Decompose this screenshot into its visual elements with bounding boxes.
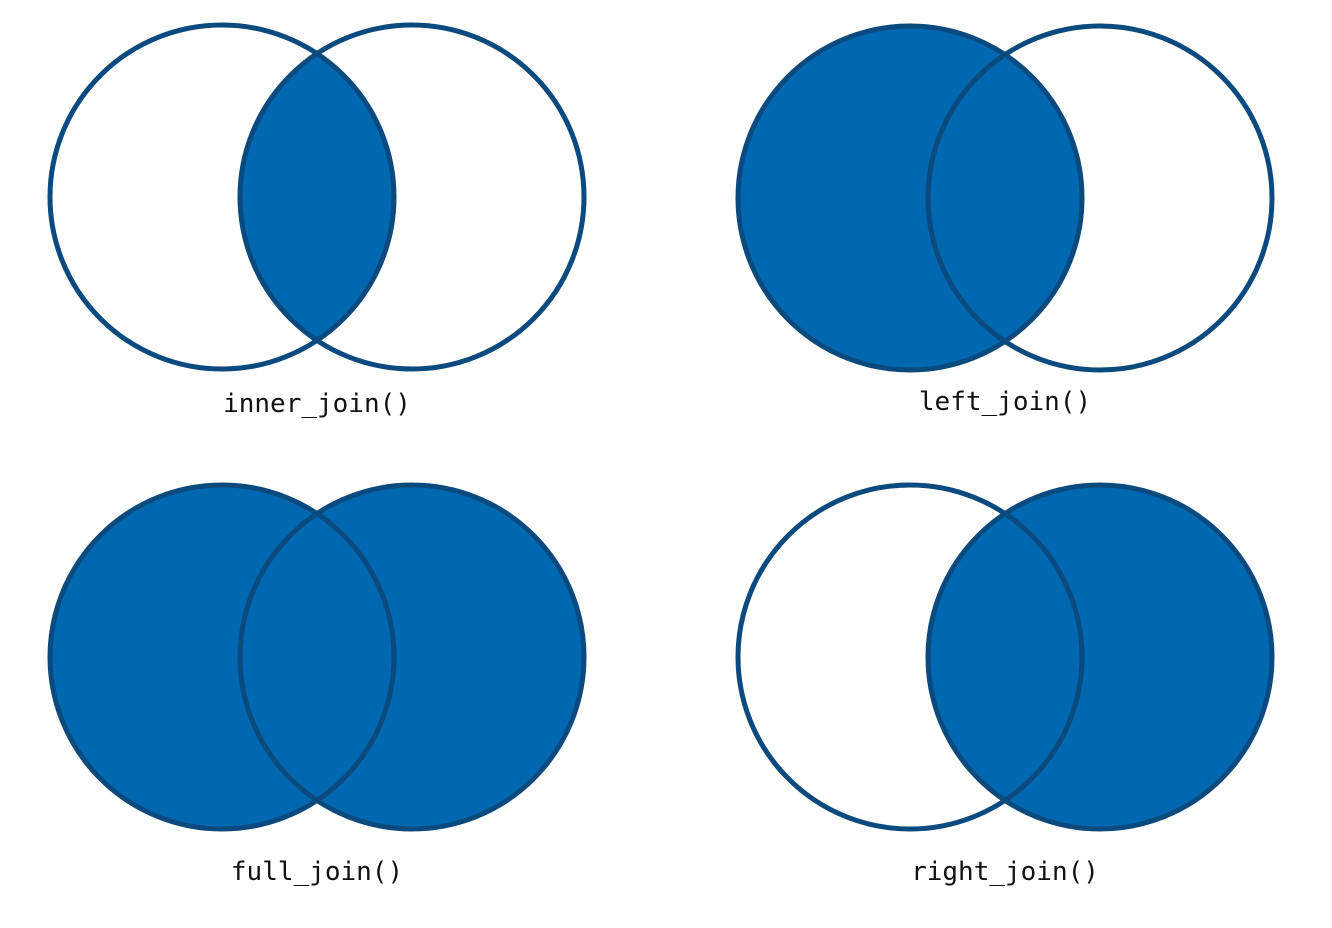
inner-join-intersection-fill xyxy=(240,25,394,369)
full-join-right-circle xyxy=(237,482,587,832)
inner-join-right-circle xyxy=(237,22,587,372)
full-join-label: full_join() xyxy=(231,857,403,887)
left-join-right-circle xyxy=(925,23,1275,373)
full-join-left-circle xyxy=(47,482,397,832)
left-join-left-circle xyxy=(735,23,1085,373)
inner-join-left-circle xyxy=(47,22,397,372)
inner-join-label: inner_join() xyxy=(223,389,411,419)
full-join-intersection-fill xyxy=(240,485,394,829)
panel-full-join: full_join() xyxy=(47,482,587,887)
right-join-label: right_join() xyxy=(911,857,1099,887)
panel-right-join: right_join() xyxy=(735,482,1275,887)
left-join-intersection-fill xyxy=(928,26,1082,370)
panel-left-join: left_join() xyxy=(735,23,1275,417)
right-join-right-circle xyxy=(925,482,1275,832)
right-join-intersection-fill xyxy=(928,485,1082,829)
left-join-label: left_join() xyxy=(919,387,1091,417)
right-join-left-circle xyxy=(735,482,1085,832)
panel-inner-join: inner_join() xyxy=(47,22,587,419)
